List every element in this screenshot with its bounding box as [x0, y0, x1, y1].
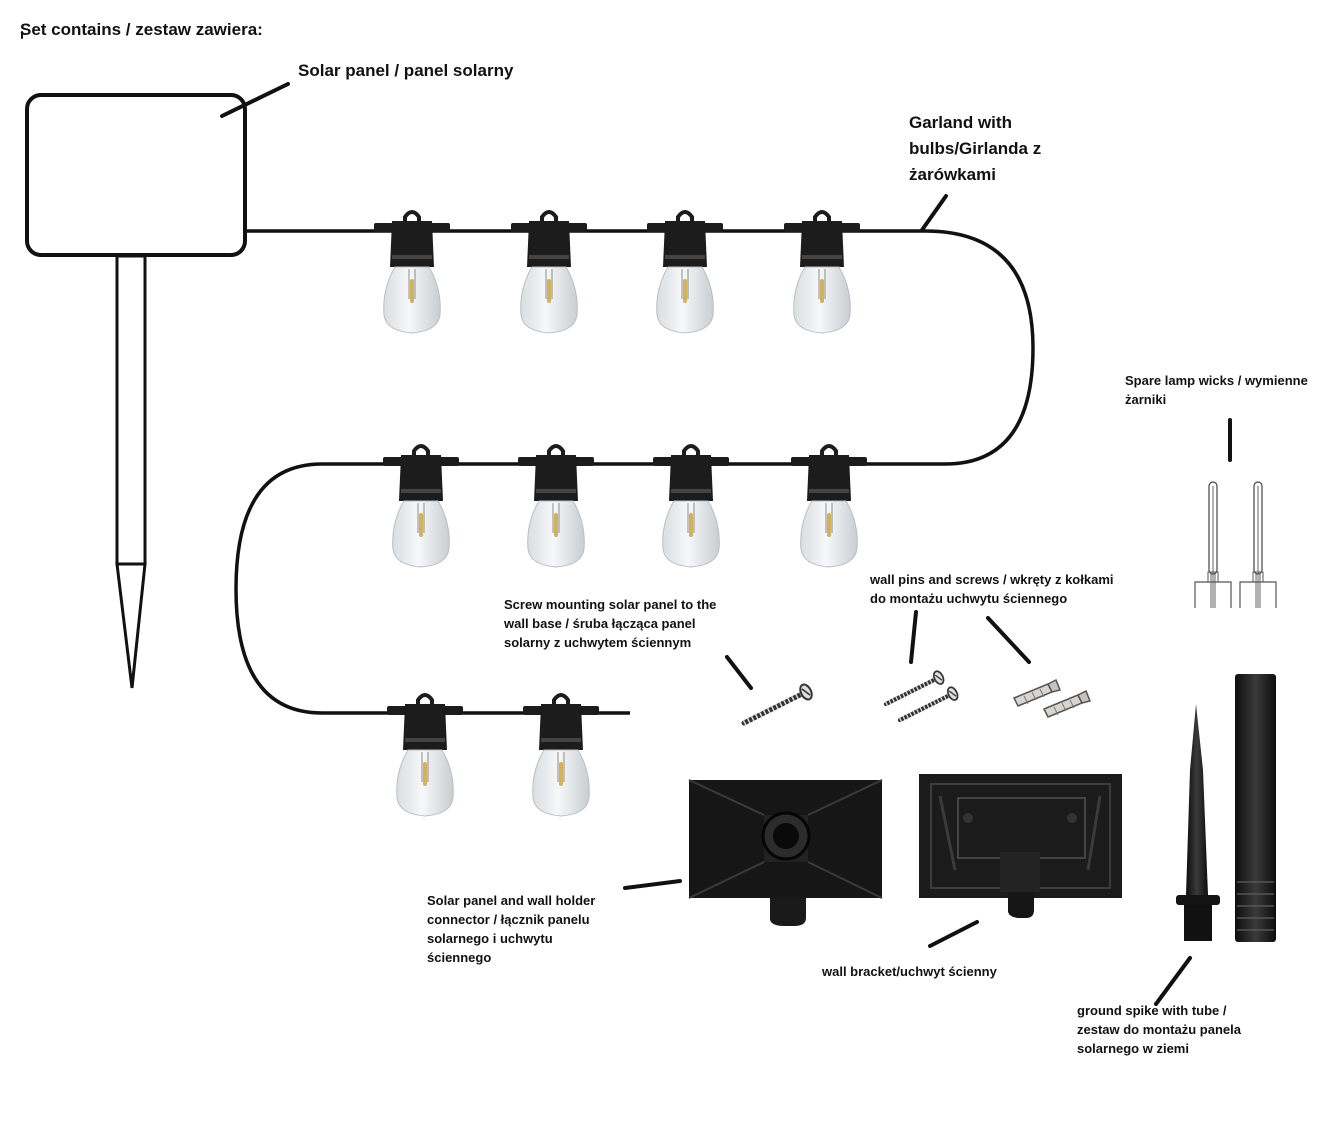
- bulb-3: [645, 210, 725, 335]
- label-garland: Garland with bulbs/Girlanda z żarówkami: [909, 113, 1042, 184]
- label-screw-mounting: Screw mounting solar panel to the wall b…: [504, 597, 717, 650]
- bulb-6: [516, 444, 596, 569]
- bulb-10: [521, 693, 601, 818]
- spare-wicks-drawing: [1194, 481, 1277, 609]
- pointer-lines: [21, 31, 1232, 1006]
- ground-tube-drawing: [1235, 674, 1276, 942]
- bulb-2: [509, 210, 589, 335]
- label-solar-panel: Solar panel / panel solarny: [298, 61, 514, 80]
- bulb-9: [385, 693, 465, 818]
- bulb-5: [381, 444, 461, 569]
- label-wall-pins: wall pins and screws / wkręty z kołkami …: [870, 572, 1114, 606]
- ground-spike-drawing: [1176, 704, 1220, 941]
- solar-panel-drawing: [25, 93, 247, 689]
- mounting-screw: [744, 683, 814, 723]
- garland-bulbs: [372, 210, 869, 818]
- wall-screws: [886, 670, 960, 720]
- wall-bracket-drawing: [919, 774, 1122, 918]
- diagram-title: Set contains / zestaw zawiera:: [20, 20, 263, 39]
- label-ground-spike: ground spike with tube / zestaw do monta…: [1077, 1003, 1241, 1056]
- label-wall-bracket: wall bracket/uchwyt ścienny: [822, 964, 997, 979]
- bulb-4: [782, 210, 862, 335]
- connector-drawing: [688, 779, 883, 926]
- wall-plugs: [1013, 679, 1091, 718]
- bulb-8: [789, 444, 869, 569]
- label-connector: Solar panel and wall holder connector / …: [427, 893, 596, 965]
- bulb-1: [372, 210, 452, 335]
- bulb-7: [651, 444, 731, 569]
- garland-cable: [234, 229, 1035, 715]
- label-spare-wicks: Spare lamp wicks / wymienne żarniki: [1125, 373, 1308, 407]
